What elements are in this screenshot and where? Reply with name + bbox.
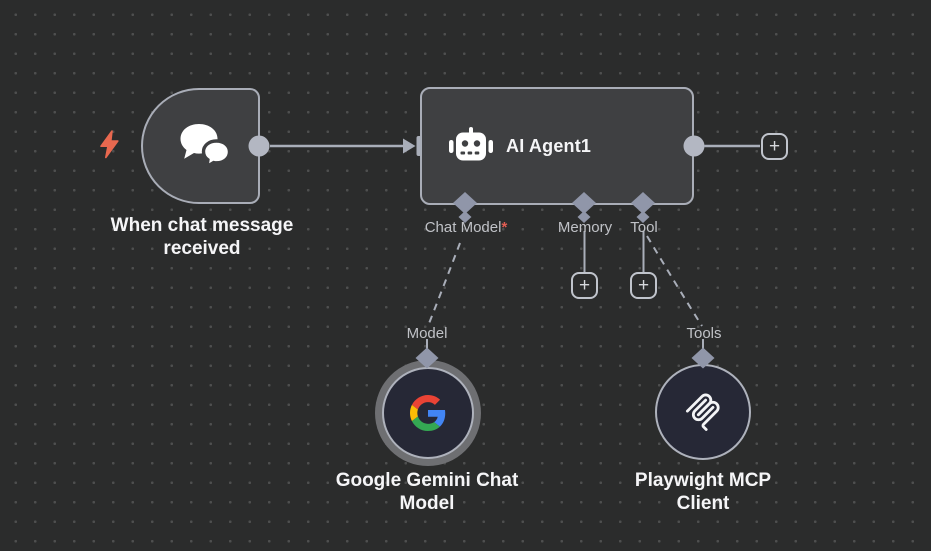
gemini-label-line2: Model [399,493,455,514]
mcp-label-line1: Playwight MCP [634,470,772,491]
mcp-label-line2: Client [676,493,730,514]
add-tool-button[interactable]: + [630,272,657,299]
gemini-label-line1: Google Gemini Chat [335,470,519,491]
tools-port-label: Tools [686,325,722,342]
node-playwright-mcp-client[interactable] [655,364,751,460]
tool-port-label: Tool [630,219,658,236]
plus-icon: + [768,135,781,157]
mcp-logo-icon [682,390,724,432]
connection-arrowhead-icon [403,138,416,154]
chat-model-port-label: Chat Model* [424,219,508,236]
lightning-bolt-icon [98,130,120,159]
required-asterisk: * [501,219,508,236]
node-when-chat-message-received[interactable] [141,88,260,204]
plus-icon: + [637,275,650,296]
ai-agent-title: AI Agent1 [506,135,592,156]
add-memory-button[interactable]: + [571,272,598,299]
memory-port-label: Memory [557,219,613,236]
google-g-icon [410,395,446,431]
node-ai-agent[interactable]: AI Agent1 [420,87,694,205]
gemini-node-label: Google Gemini Chat Model [336,469,519,515]
add-node-button-agent-output[interactable]: + [761,132,788,160]
trigger-label-line1: When chat message [110,215,294,236]
gemini-model-port-diamond[interactable] [415,347,439,369]
trigger-label-line2: received [163,238,241,259]
node-google-gemini-chat-model[interactable] [382,367,474,459]
chat-bubbles-icon [176,121,233,171]
mcp-node-label: Playwight MCP Client [635,469,771,515]
model-port-label: Model [406,325,448,342]
robot-icon [448,126,494,170]
plus-icon: + [578,275,591,296]
connection-chatmodel-to-gemini[interactable] [427,242,461,327]
trigger-node-label: When chat message received [111,214,294,260]
